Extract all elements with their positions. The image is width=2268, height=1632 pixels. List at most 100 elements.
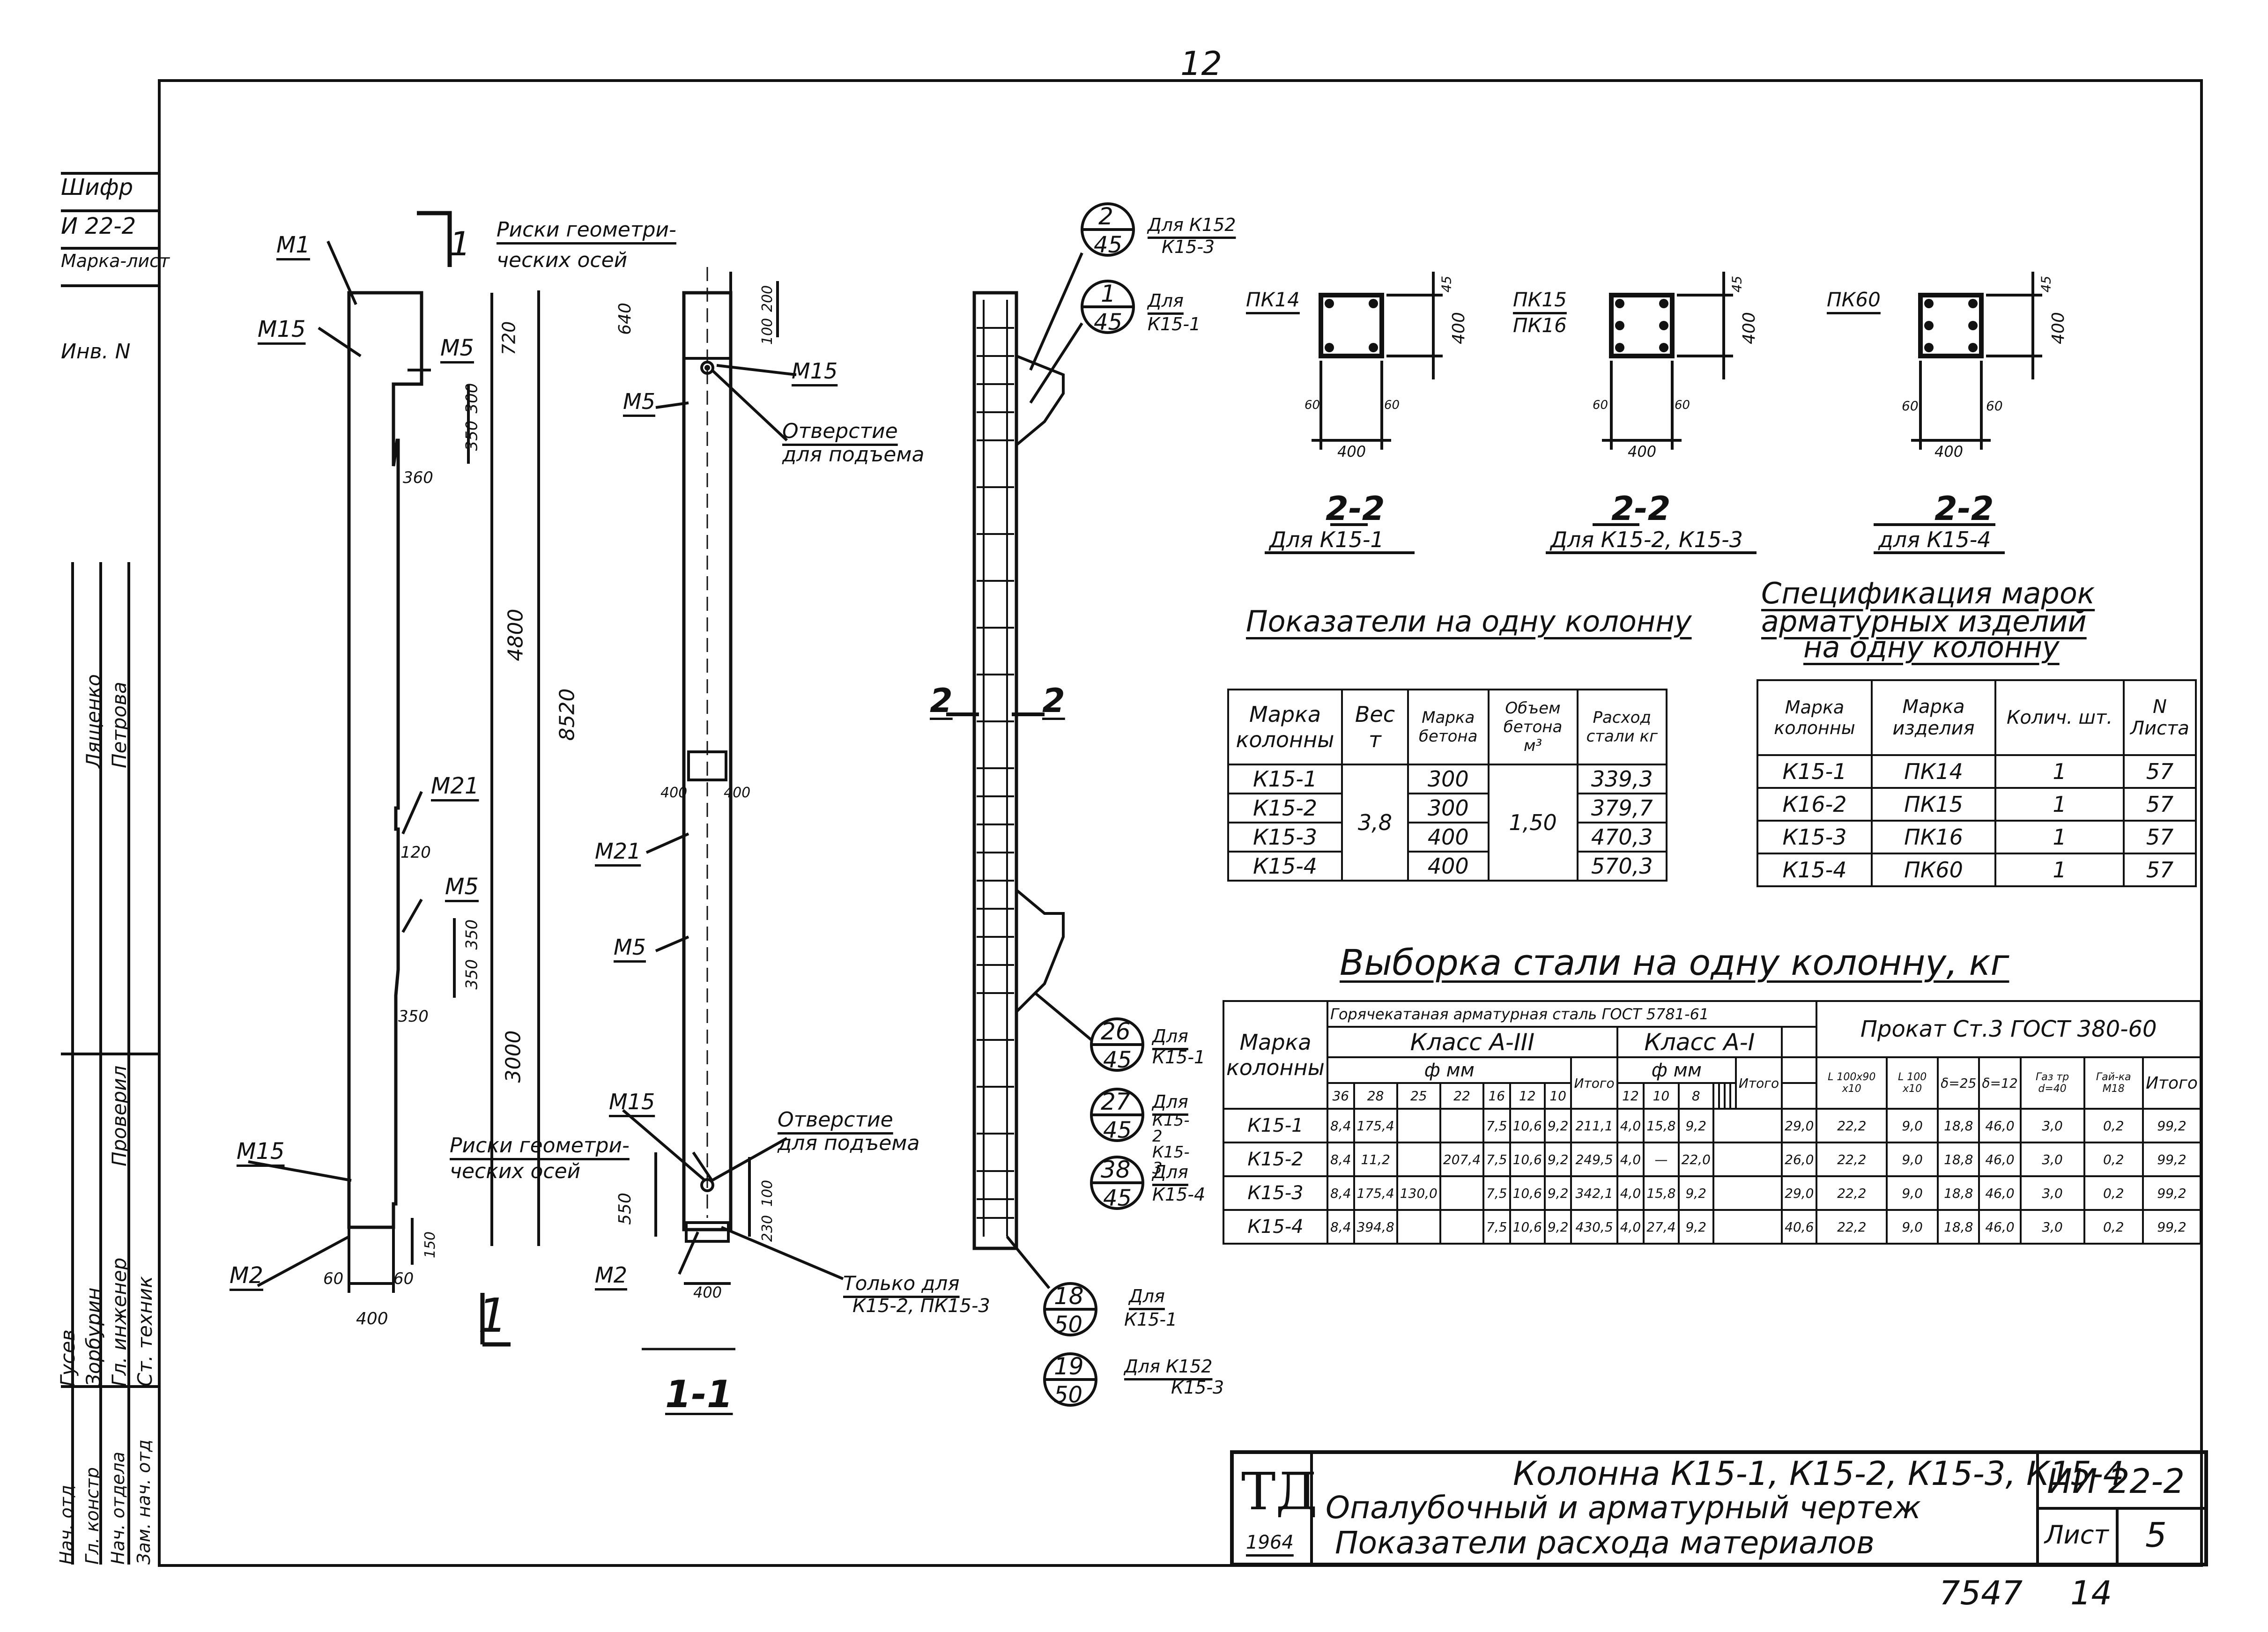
steel-h-roll-4: δ=12 (1978, 1056, 2022, 1110)
section2-d60a: 60 (1593, 398, 1608, 412)
steel-title: Выборка стали на одну колонну, кг (1340, 942, 2009, 983)
steel-r4-c16: 46,0 (1978, 1209, 2022, 1245)
strip-role-6: Ст. техник (133, 1276, 156, 1387)
spec-h-sheet: N Листа (2123, 679, 2197, 756)
ind-r1-concrete: 300 (1407, 764, 1490, 794)
dim-100: 100 (759, 318, 776, 345)
ind-h-weight: Вес т (1341, 689, 1409, 765)
steel-sub-a3-7: 10 (1543, 1082, 1572, 1110)
spec-r3-c2: ПК16 (1871, 820, 1996, 854)
callout-2-text2: К15-1 (1148, 314, 1201, 334)
steel-r1-c15: 18,8 (1937, 1108, 1980, 1143)
inventory-number: 7547 (1939, 1574, 2023, 1612)
steel-h-total-a1: Итого (1734, 1056, 1783, 1110)
section-marker-top (417, 211, 452, 267)
steel-r4-c8: 430,5 (1570, 1209, 1618, 1245)
spec-r3-c4: 57 (2123, 820, 2197, 854)
ind-weight: 3,8 (1341, 764, 1409, 882)
steel-h-total-a3: Итого (1570, 1056, 1618, 1110)
spec-table: Марка колонны Марка изделия Колич. шт. N… (1757, 679, 2197, 887)
callout-4-num: 27 (1101, 1088, 1131, 1115)
dim-550: 550 (615, 1193, 635, 1225)
steel-r3-c16: 46,0 (1978, 1175, 2022, 1211)
callout-5-num: 38 (1101, 1156, 1131, 1183)
steel-r4-c17: 3,0 (2019, 1209, 2085, 1245)
sheet-total: 14 (2070, 1574, 2112, 1612)
steel-sub-a3-5: 16 (1482, 1082, 1511, 1110)
ind-r3-steel: 470,3 (1576, 822, 1668, 853)
title-code: ИИ 22-2 (2047, 1461, 2185, 1501)
steel-r4-c15: 18,8 (1937, 1209, 1980, 1245)
cut-mark-left: 2 (930, 682, 953, 720)
steel-r1-c13: 22,2 (1816, 1108, 1888, 1143)
dim-300: 300 (462, 383, 482, 414)
dim-400a: 400 (660, 785, 688, 801)
spec-r4-c3: 1 (1994, 853, 2125, 887)
section2-d60b: 60 (1675, 398, 1690, 412)
callout-7-sheet: 50 (1054, 1382, 1083, 1408)
callout-3-sheet: 45 (1103, 1047, 1132, 1073)
dim-360: 360 (403, 468, 433, 487)
steel-r4-c0: К15-4 (1223, 1209, 1328, 1245)
section3-width: 400 (1934, 443, 1964, 460)
hole-top-line1: Отверстие (782, 419, 898, 443)
strip-role-4: Зам. нач. отд (133, 1439, 154, 1565)
callout-4-text1: Для (1152, 1091, 1188, 1112)
steel-r3-c5: 7,5 (1482, 1175, 1511, 1211)
steel-r1-c9: 4,0 (1616, 1108, 1645, 1143)
dim-100b: 100 (759, 1179, 776, 1207)
title-logo: ТД (1241, 1461, 1318, 1521)
steel-h-hot: Горячекатаная арматурная сталь ГОСТ 5781… (1326, 1000, 1818, 1028)
strip-mark-sheet: Марка-лист (61, 251, 170, 271)
side-mark-m2: М2 (595, 1262, 627, 1288)
title-line2: Опалубочный и арматурный чертеж (1326, 1490, 1921, 1526)
steel-r2-c4: 207,4 (1439, 1142, 1485, 1177)
steel-h-phi: ф мм (1326, 1056, 1572, 1084)
spec-title-2: арматурных изделий (1761, 604, 2087, 638)
dim-200: 200 (759, 285, 776, 312)
steel-r2-c19: 99,2 (2142, 1142, 2201, 1177)
mark-m15-low: М15 (237, 1138, 285, 1165)
spec-r2-c4: 57 (2123, 787, 2197, 822)
steel-r4-c9: 4,0 (1616, 1209, 1645, 1245)
spec-title-3: на одну колонну (1803, 630, 2060, 664)
steel-r2-c16: 46,0 (1978, 1142, 2022, 1177)
steel-r2-c11: 22,0 (1677, 1142, 1714, 1177)
ind-h-volume: Объем бетона м³ (1487, 689, 1579, 765)
column-elevation-outline (347, 291, 423, 1229)
callout-1-text1: Для К152 (1148, 215, 1236, 235)
steel-h-roll-3: δ=25 (1937, 1056, 1980, 1110)
dim-400-elev: 400 (356, 1309, 388, 1328)
strip-code-label: Шифр (61, 174, 133, 200)
steel-r4-c12: 40,6 (1781, 1209, 1818, 1245)
ind-r4-steel: 570,3 (1576, 851, 1668, 882)
steel-r2-c5: 7,5 (1482, 1142, 1511, 1177)
spec-r2-c1: К16-2 (1757, 787, 1873, 822)
spec-r1-c4: 57 (2123, 754, 2197, 789)
dim-4800: 4800 (504, 608, 528, 661)
title-line1: Колонна К15-1, К15-2, К15-3, К15-4 (1513, 1454, 2124, 1493)
steel-h-a3: Класс А-III (1327, 1026, 1618, 1058)
steel-r1-c10: 15,8 (1643, 1108, 1680, 1143)
callout-2-sheet: 45 (1094, 309, 1123, 335)
callout-7-num: 19 (1054, 1353, 1084, 1380)
section2-mark2: ПК16 (1513, 314, 1567, 337)
steel-r2-c2: 11,2 (1353, 1142, 1398, 1177)
steel-r3-c14: 9,0 (1886, 1175, 1939, 1211)
spec-r3-c3: 1 (1994, 820, 2125, 854)
steel-r4-c19: 99,2 (2142, 1209, 2201, 1245)
section1-title: 2-2 (1326, 490, 1385, 528)
section1-mark: ПК14 (1246, 288, 1300, 311)
steel-r4-c13: 22,2 (1816, 1209, 1888, 1245)
mark-m5-top: М5 (440, 335, 474, 361)
dim-230: 230 (759, 1215, 776, 1242)
steel-sub-a3-2: 28 (1353, 1082, 1398, 1110)
callout-6-num: 18 (1054, 1283, 1084, 1310)
steel-sub-a3-3: 25 (1396, 1082, 1441, 1110)
only-for-line1: Только для (843, 1272, 960, 1295)
callout-5-text1: Для (1152, 1162, 1188, 1182)
steel-r3-c6: 10,6 (1509, 1175, 1546, 1211)
spec-r1-c1: К15-1 (1757, 754, 1873, 789)
ind-r1-steel: 339,3 (1576, 764, 1668, 794)
section1-d45: 45 (1438, 275, 1454, 293)
